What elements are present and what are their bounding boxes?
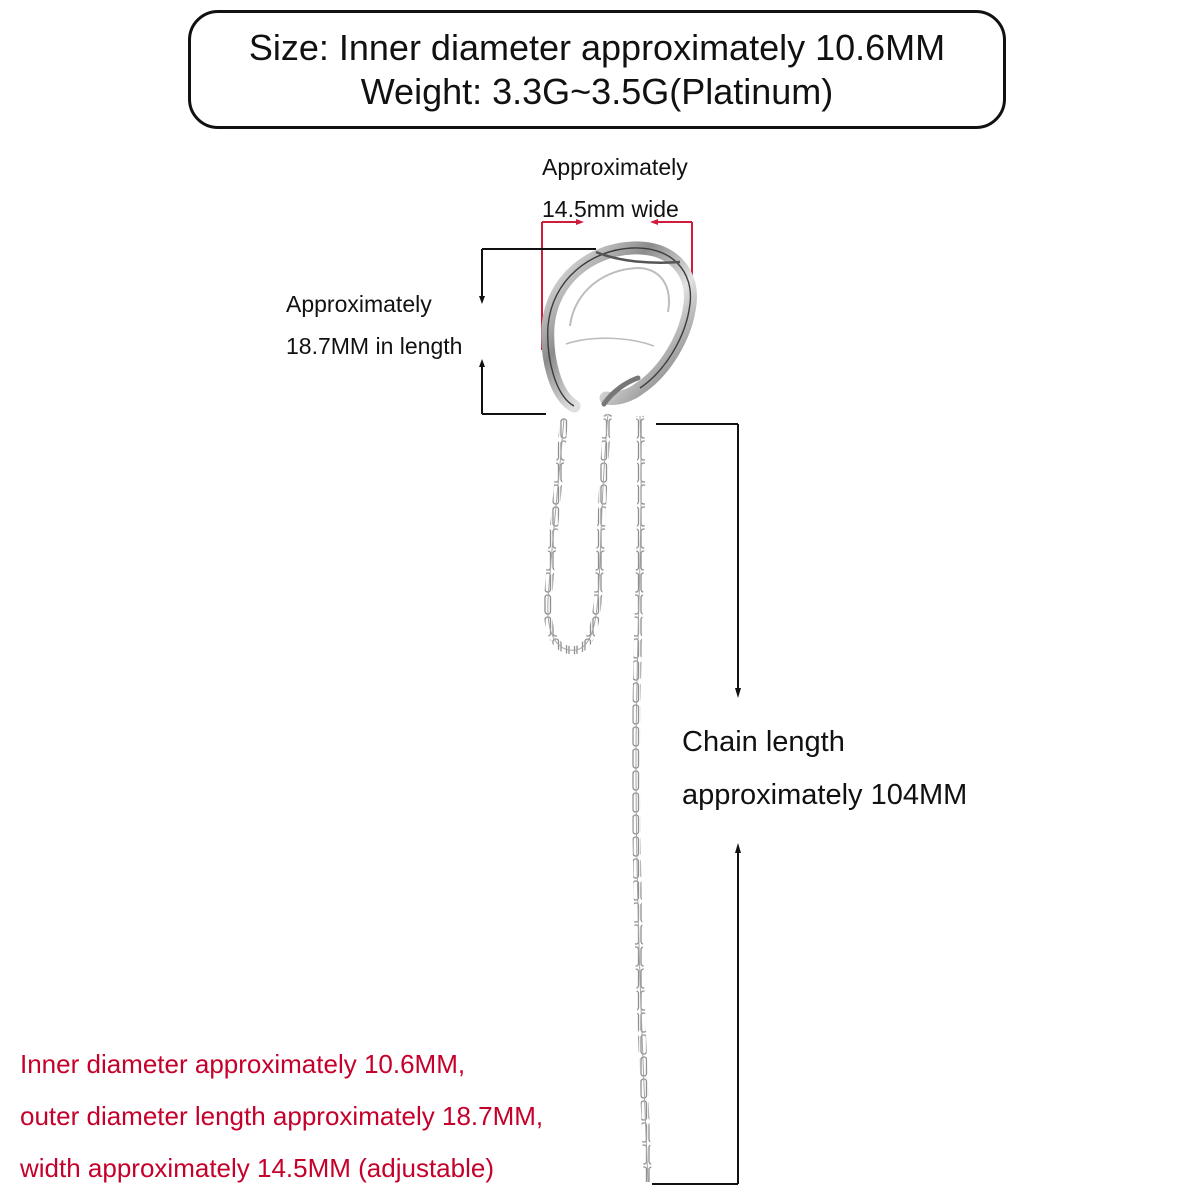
chain-label-line1: Chain length	[682, 726, 845, 758]
length-label-line1: Approximately	[286, 291, 432, 317]
width-label-line1: Approximately	[542, 154, 688, 180]
dimension-note: Inner diameter approximately 10.6MM, out…	[20, 1038, 543, 1194]
width-arrow-right-icon	[650, 219, 658, 225]
chain-arrow-down-icon	[735, 688, 741, 698]
width-arrow-left-icon	[576, 219, 584, 225]
length-arrow-up-icon	[479, 359, 485, 367]
note-line-width: width approximately 14.5MM (adjustable)	[20, 1153, 494, 1183]
length-label-line2: 18.7MM in length	[286, 333, 463, 359]
spec-box: Size: Inner diameter approximately 10.6M…	[188, 10, 1006, 129]
chain-loop	[543, 413, 612, 655]
note-line-inner-diameter: Inner diameter approximately 10.6MM,	[20, 1049, 466, 1079]
note-line-outer-diameter: outer diameter length approximately 18.7…	[20, 1101, 544, 1131]
chain-arrow-up-icon	[735, 843, 741, 853]
weight-spec: Weight: 3.3G~3.5G(Platinum)	[360, 70, 834, 112]
chain-long	[631, 415, 652, 1183]
length-dimension	[481, 248, 596, 415]
ear-cuff-ring	[541, 241, 697, 413]
size-spec: Size: Inner diameter approximately 10.6M…	[248, 26, 946, 68]
length-arrow-down-icon	[479, 296, 485, 304]
chain-length-dimension	[652, 423, 739, 1185]
chain-label-line2: approximately 104MM	[682, 779, 968, 811]
width-label-line2: 14.5mm wide	[542, 196, 679, 222]
